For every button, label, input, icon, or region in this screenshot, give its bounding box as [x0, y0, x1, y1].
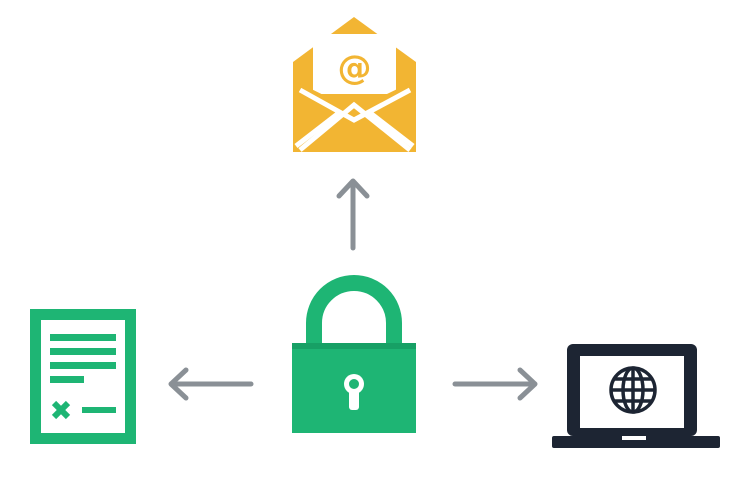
arrow-up-icon — [336, 178, 370, 251]
document-form-icon — [30, 309, 136, 444]
padlock-icon — [292, 275, 416, 433]
laptop-globe-icon — [552, 344, 720, 448]
email-envelope-icon: @ — [293, 17, 416, 152]
arrow-right-icon — [452, 367, 538, 401]
at-symbol: @ — [338, 48, 372, 88]
arrow-left-icon — [168, 367, 254, 401]
globe-icon — [609, 366, 657, 414]
